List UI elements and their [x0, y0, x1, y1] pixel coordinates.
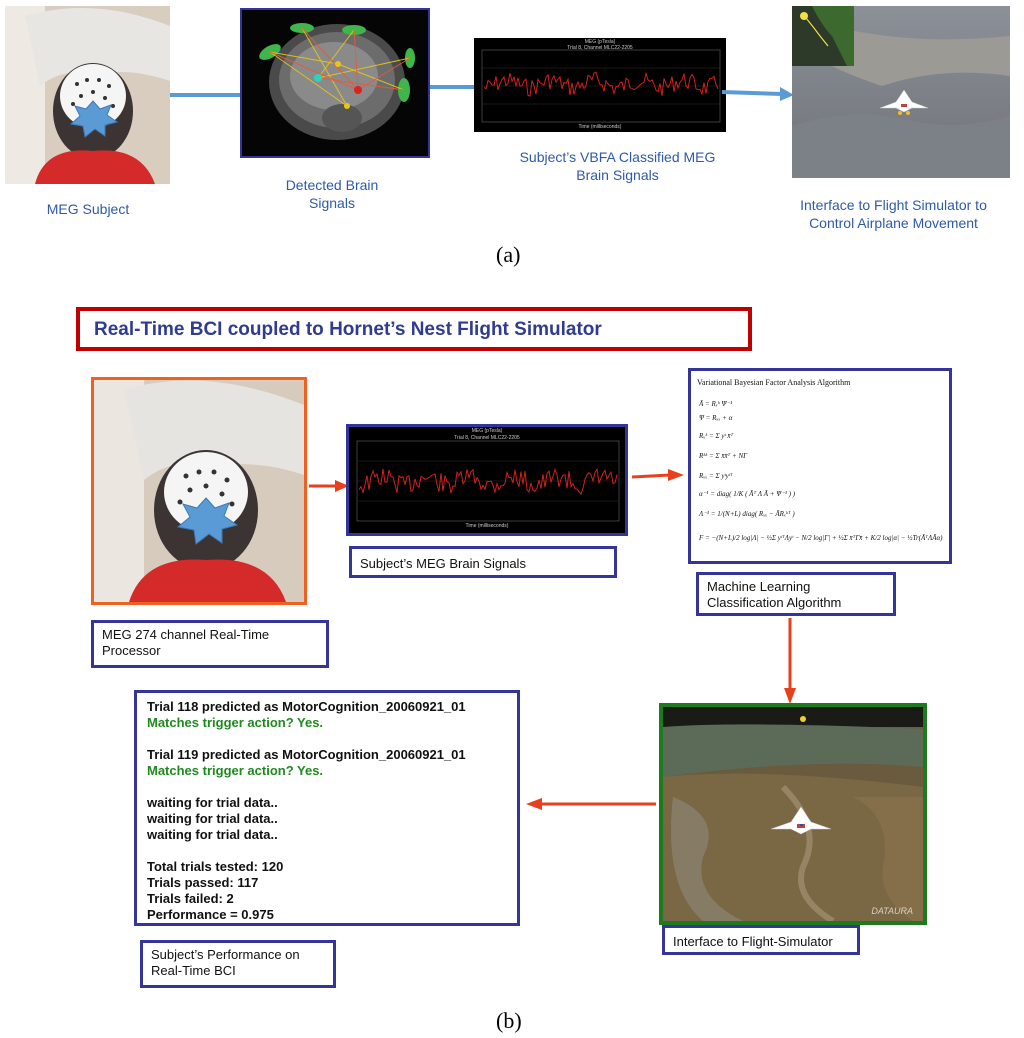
svg-text:Rᵏᵏ = Σ x̄x̄ᵀ + NΓ: Rᵏᵏ = Σ x̄x̄ᵀ + NΓ [698, 452, 748, 460]
console-line-2: Matches trigger action? Yes. [147, 715, 324, 730]
formula-title: Variational Bayesian Factor Analysis Alg… [697, 378, 851, 387]
caption-detected-brain-signals: Detected Brain Signals [285, 177, 379, 211]
arrow-b-1 [309, 480, 349, 492]
panel-label-a: (a) [496, 242, 521, 267]
arrow-a-3 [722, 87, 794, 101]
caption-interface-flight-simulator: Interface to Flight Simulator to Control… [800, 197, 987, 231]
caption-vbfa-signals: Subject’s VBFA Classified MEG Brain Sign… [519, 149, 716, 183]
console-line-8: Total trials tested: 120 [147, 859, 284, 874]
console-line-5: waiting for trial data.. [147, 795, 278, 810]
panel-b-title: Real-Time BCI coupled to Hornet’s Nest F… [94, 319, 602, 340]
console-line-7: waiting for trial data.. [147, 827, 278, 842]
caption-meg-subject: MEG Subject [46, 201, 130, 217]
console-line-4: Matches trigger action? Yes. [147, 763, 324, 778]
svg-text:Rₓₓ = Σ yᵗyᵗᵀ: Rₓₓ = Σ yᵗyᵗᵀ [698, 472, 733, 480]
console-line-10: Trials failed: 2 [147, 891, 234, 906]
console-line-3: Trial 119 predicted as MotorCognition_20… [147, 747, 466, 762]
flight-watermark: DATAURA [871, 906, 913, 916]
arrow-a-2 [430, 85, 476, 89]
flight-simulator-image-b: DATAURA [659, 703, 927, 925]
plot-b-svg [356, 440, 620, 522]
plot-a-title-2: Trial 8, Channel MLC22-2205 [567, 45, 633, 51]
performance-console: Trial 118 predicted as MotorCognition_20… [134, 690, 520, 926]
panel-b-title-box: Real-Time BCI coupled to Hornet’s Nest F… [76, 307, 752, 351]
console-line-11: Performance = 0.975 [147, 907, 274, 922]
plot-a-title-1: MEG (pTesla) [584, 39, 616, 45]
svg-text:Λ⁻¹ = 1/(N+L) diag( Rₓₓ − ĀRₓᵏ: Λ⁻¹ = 1/(N+L) diag( Rₓₓ − ĀRₓᵏᵀ ) [698, 510, 795, 518]
svg-text:Rₓᵏ = Σ yᵗ x̄ᵀ: Rₓᵏ = Σ yᵗ x̄ᵀ [698, 432, 734, 440]
plot-b-title-2: Trial 8, Channel MLC22-2205 [454, 435, 520, 441]
svg-text:α⁻¹ = diag( 1/K ( Āᵀ Λ Ā + Ψ⁻¹: α⁻¹ = diag( 1/K ( Āᵀ Λ Ā + Ψ⁻¹ ) ) [699, 490, 796, 498]
label-ml-algorithm: Machine Learning Classification Algorith… [696, 572, 896, 616]
arrow-b-2 [632, 469, 684, 481]
meg-signal-plot-b: MEG (pTesla) Trial 8, Channel MLC22-2205… [346, 424, 628, 536]
formula-equations: Ā = Rₓᵏ Ψ⁻¹ Ψ = Rₓₓ + α Rₓᵏ = Σ yᵗ x̄ᵀ R… [698, 400, 943, 542]
label-meg-processor: MEG 274 channel Real-Time Processor [91, 620, 329, 668]
svg-text:F = −(N+L)/2 log|Λ| − ½Σ yᵗᵀΛy: F = −(N+L)/2 log|Λ| − ½Σ yᵗᵀΛyᵗ − N/2 lo… [698, 534, 943, 542]
plot-a-svg [481, 49, 721, 123]
label-performance: Subject’s Performance on Real-Time BCI [140, 940, 336, 988]
meg-subject-photo-b [91, 377, 307, 605]
panel-label-b: (b) [496, 1008, 522, 1033]
arrow-b-down [784, 618, 796, 704]
flight-simulator-image-a [792, 6, 1010, 178]
svg-text:Ψ = Rₓₓ + α: Ψ = Rₓₓ + α [699, 414, 733, 422]
console-line-6: waiting for trial data.. [147, 811, 278, 826]
arrow-b-left [526, 798, 656, 810]
console-line-1: Trial 118 predicted as MotorCognition_20… [147, 699, 466, 714]
label-flight-interface: Interface to Flight-Simulator [662, 925, 860, 955]
plot-a-xlabel: Time (milliseconds) [578, 124, 622, 130]
svg-text:Ā = Rₓᵏ Ψ⁻¹: Ā = Rₓᵏ Ψ⁻¹ [698, 400, 732, 408]
plot-b-xlabel: Time (milliseconds) [465, 523, 509, 529]
arrow-a-1 [170, 93, 242, 97]
console-line-9: Trials passed: 117 [147, 875, 259, 890]
vbfa-formula-box: Variational Bayesian Factor Analysis Alg… [688, 368, 952, 564]
brain-scan-image [240, 8, 430, 158]
meg-subject-photo [5, 6, 170, 184]
plot-b-title-1: MEG (pTesla) [471, 428, 503, 434]
label-meg-brain-signals: Subject’s MEG Brain Signals [349, 546, 617, 578]
meg-signal-plot-a: MEG (pTesla) Trial 8, Channel MLC22-2205… [474, 38, 726, 132]
